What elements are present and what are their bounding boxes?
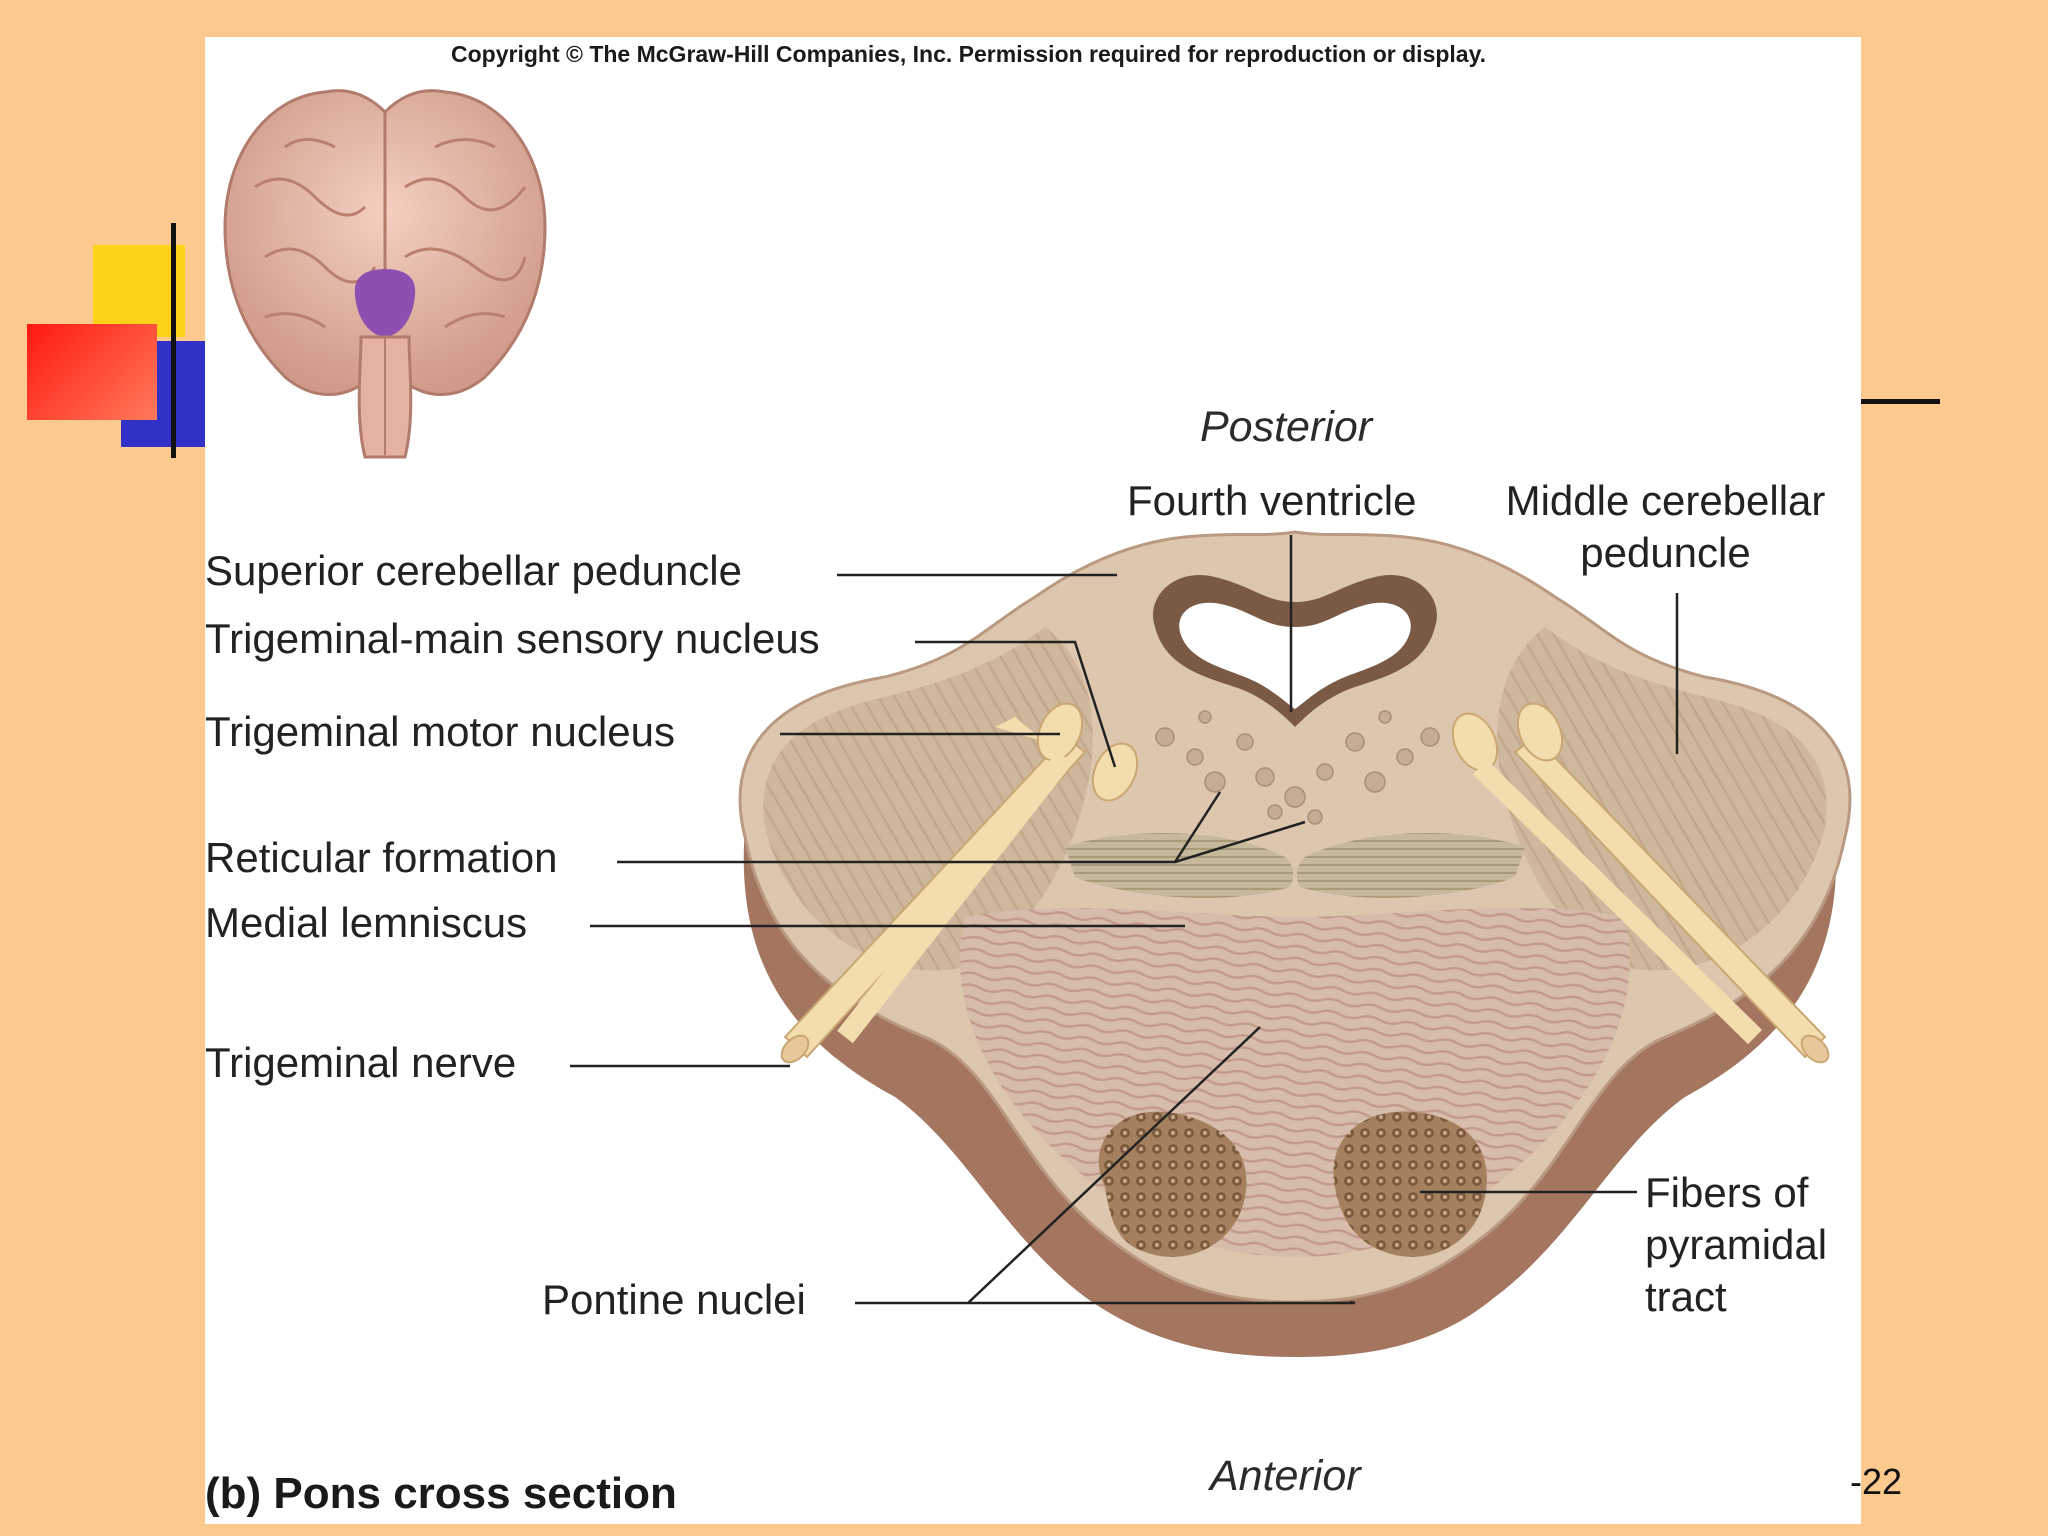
label-posterior: Posterior [1200,403,1373,451]
figure-panel: Copyright © The McGraw-Hill Companies, I… [205,37,1861,1524]
leader-trigeminal-main-sensory [915,640,1117,768]
label-trigeminal-motor-nucleus: Trigeminal motor nucleus [205,708,675,755]
label-anterior: Anterior [1210,1452,1361,1500]
figure-caption: (b) Pons cross section [205,1469,677,1518]
label-pontine-nuclei: Pontine nuclei [542,1276,806,1323]
deco-yellow-square [93,245,185,337]
label-fourth-ventricle: Fourth ventricle [1127,477,1417,524]
deco-horizontal-line [1860,399,1940,404]
label-fibers-of-pyramidal-tract: Fibers of pyramidal tract [1645,1169,1828,1320]
copyright-notice: Copyright © The McGraw-Hill Companies, I… [451,41,1487,67]
label-trigeminal-main-sensory-nucleus: Trigeminal-main sensory nucleus [205,615,820,662]
label-middle-cerebellar-peduncle: Middle cerebellar peduncle [1505,477,1826,576]
label-medial-lemniscus: Medial lemniscus [205,899,528,946]
label-superior-cerebellar-peduncle: Superior cerebellar peduncle [205,547,742,594]
pons-diagram [223,89,1852,1357]
label-trigeminal-nerve: Trigeminal nerve [205,1039,517,1086]
brain-thumbnail-icon [223,89,547,459]
deco-red-square [27,324,157,420]
label-reticular-formation: Reticular formation [205,834,558,881]
slide-number: -22 [1850,1461,1903,1502]
deco-vertical-line [171,223,176,458]
